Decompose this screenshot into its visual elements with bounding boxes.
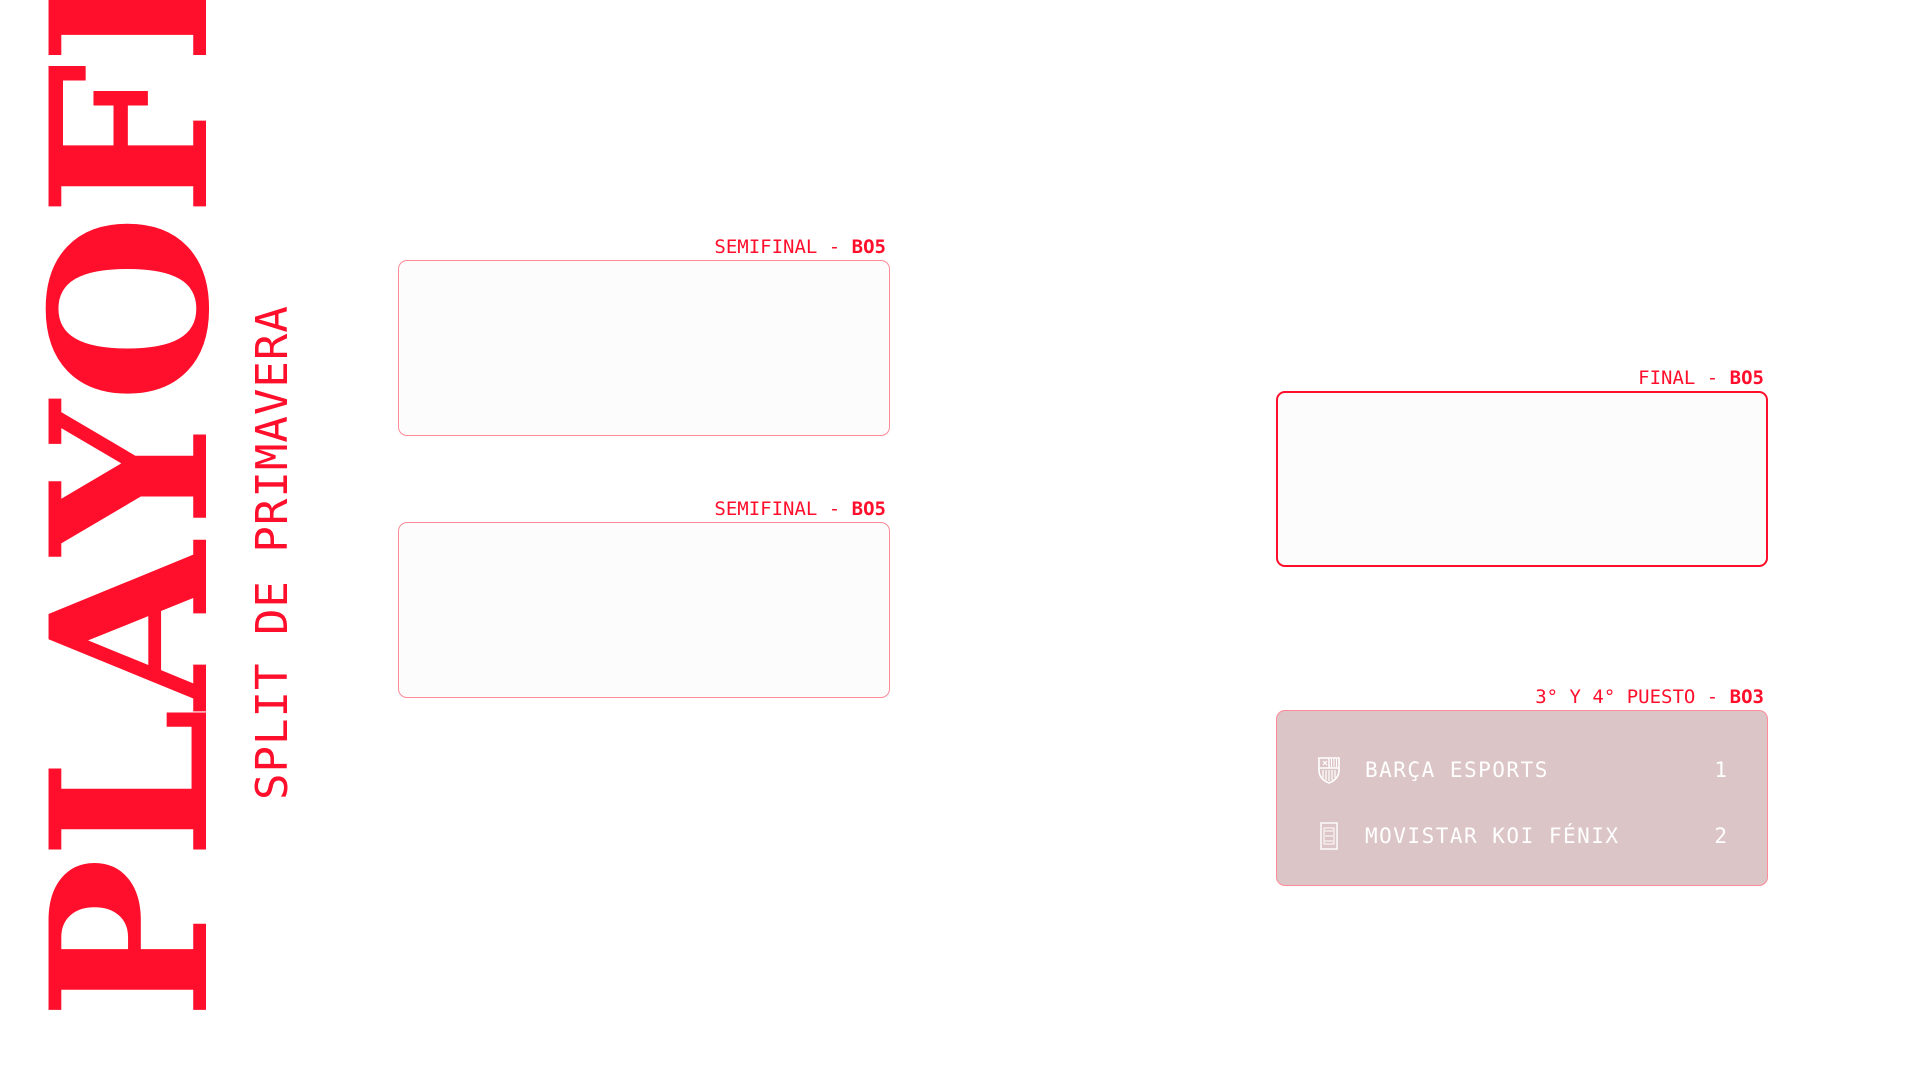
match-format-text: BO5 xyxy=(1729,367,1764,389)
team-logo-placeholder-icon xyxy=(1316,504,1344,532)
team-row xyxy=(1316,485,1726,551)
semifinal-1-match: SEMIFINAL - BO5 xyxy=(398,235,890,436)
semifinal-2-label: SEMIFINAL - BO5 xyxy=(398,497,890,521)
final-card[interactable] xyxy=(1276,391,1768,567)
team-name: BARÇA ESPORTS xyxy=(1365,758,1549,782)
koi-logo-icon xyxy=(1315,822,1343,850)
team-logo-placeholder-icon xyxy=(437,634,465,662)
team-row xyxy=(437,353,849,419)
team-row xyxy=(437,615,849,681)
match-format-text: BO5 xyxy=(851,236,886,258)
semifinal-1-card[interactable] xyxy=(398,260,890,436)
match-stage-text: 3° Y 4° PUESTO - xyxy=(1535,686,1730,708)
team-logo-placeholder-icon xyxy=(1316,438,1344,466)
semifinal-2-match: SEMIFINAL - BO5 xyxy=(398,497,890,698)
team-name: MOVISTAR KOI FÉNIX xyxy=(1365,824,1620,848)
third-place-match: 3° Y 4° PUESTO - BO3 xyxy=(1276,685,1768,886)
team-row-barca: BARÇA ESPORTS 1 xyxy=(1315,737,1727,803)
team-logo-placeholder-icon xyxy=(437,306,465,334)
team-row xyxy=(437,287,849,353)
third-place-card[interactable]: BARÇA ESPORTS 1 MOVISTAR KOI FÉNIX 2 xyxy=(1276,710,1768,886)
playoffs-title-block: PLAYOFFS SPLIT DE PRIMAVERA xyxy=(3,0,300,1020)
match-stage-text: SEMIFINAL - xyxy=(714,498,852,520)
barca-crest-icon xyxy=(1315,756,1343,784)
match-format-text: BO5 xyxy=(851,498,886,520)
semifinal-1-label: SEMIFINAL - BO5 xyxy=(398,235,890,259)
team-score: 2 xyxy=(1714,824,1727,848)
team-row xyxy=(437,549,849,615)
match-format-text: BO3 xyxy=(1729,686,1764,708)
match-stage-text: FINAL - xyxy=(1638,367,1730,389)
team-logo-placeholder-icon xyxy=(437,372,465,400)
match-stage-text: SEMIFINAL - xyxy=(714,236,852,258)
team-row-koi: MOVISTAR KOI FÉNIX 2 xyxy=(1315,803,1727,869)
team-logo-placeholder-icon xyxy=(437,568,465,596)
final-match: FINAL - BO5 xyxy=(1276,366,1768,567)
team-score: 1 xyxy=(1714,758,1727,782)
third-place-label: 3° Y 4° PUESTO - BO3 xyxy=(1276,685,1768,709)
team-row xyxy=(1316,419,1726,485)
page-title: PLAYOFFS xyxy=(3,0,257,1020)
semifinal-2-card[interactable] xyxy=(398,522,890,698)
page-subtitle: SPLIT DE PRIMAVERA xyxy=(247,305,298,800)
final-label: FINAL - BO5 xyxy=(1276,366,1768,390)
